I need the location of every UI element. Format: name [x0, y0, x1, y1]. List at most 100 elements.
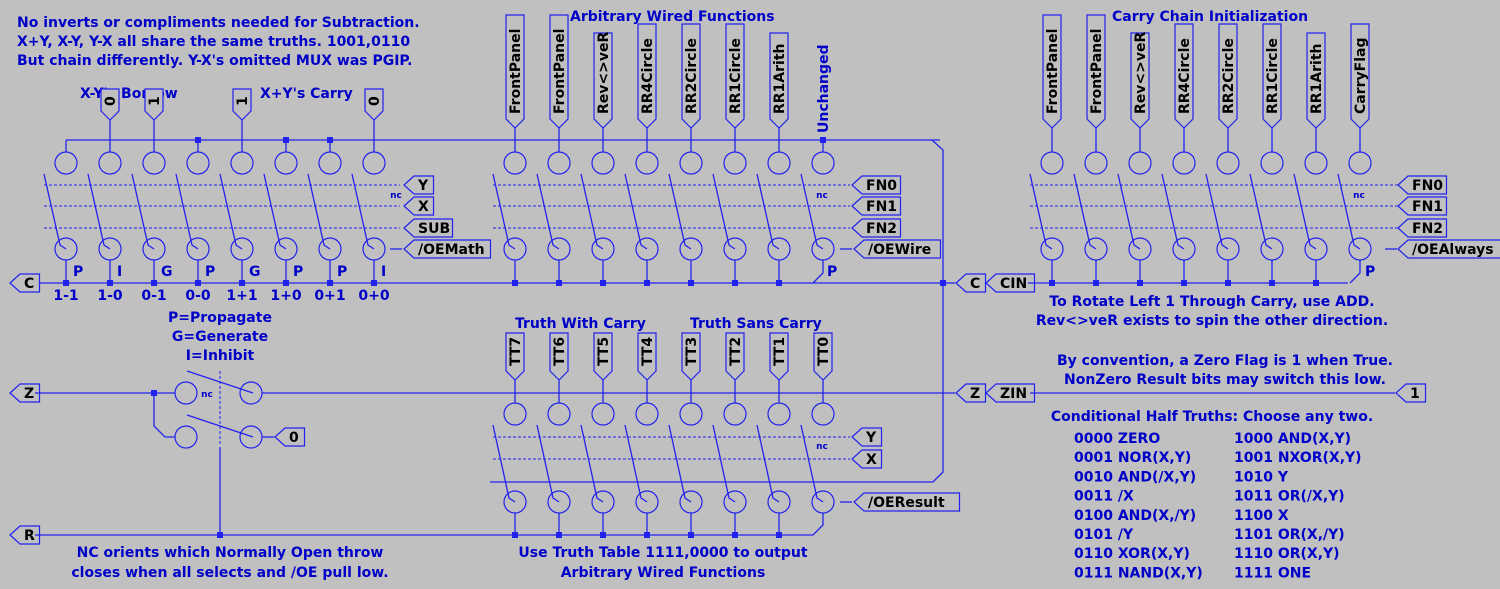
switch-contact: [679, 151, 703, 175]
half-truth-entry: 1111 ONE: [1234, 565, 1311, 581]
switch-contact: [1348, 151, 1372, 175]
arbitrary-title: Arbitrary Wired Functions: [570, 9, 775, 25]
flag-outline: [549, 14, 569, 129]
carry-init-title: Carry Chain Initialization: [1112, 9, 1308, 25]
flag-outline: [725, 332, 745, 381]
switch-contact: [362, 151, 386, 175]
flag-label: RR1Circle: [1265, 38, 1281, 114]
case-label: 0+0: [358, 288, 389, 304]
junction-dot: [1093, 280, 1099, 286]
case-label: 0+1: [314, 288, 345, 304]
flag-outline: [1262, 23, 1282, 129]
switch-contact: [767, 151, 791, 175]
switch-pole: [800, 424, 824, 503]
wire-fn-flag: Rev<>veR: [593, 32, 613, 129]
truth-table-flag: TT7: [505, 332, 525, 381]
flag-label: FN1: [866, 199, 897, 215]
flag-label: Y: [417, 178, 429, 194]
half-truth-entry: 1110 OR(X,Y): [1234, 546, 1340, 562]
nc-orients-note: NC orients which Normally Open throw clo…: [71, 545, 388, 581]
const-flag: 0: [364, 88, 384, 121]
switch-pole: [712, 424, 736, 503]
junction-dot: [195, 280, 201, 286]
carry-init-flag: FrontPanel: [1042, 14, 1062, 129]
switch-contact: [186, 151, 210, 175]
carry-init-flag: RR1Circle: [1262, 23, 1282, 129]
nc-label: nc: [390, 191, 402, 201]
wire: [812, 260, 824, 284]
zero-note: By convention, a Zero Flag is 1 when Tru…: [1057, 353, 1393, 388]
switch-pole: [1073, 173, 1097, 250]
junction-dot: [195, 137, 201, 143]
half-truth-entry: 1011 OR(/X,Y): [1234, 489, 1345, 505]
switch-pole: [712, 173, 736, 250]
switch-pole: [1161, 173, 1185, 250]
switch-contact: [723, 402, 747, 426]
carry-init-flag: RR1Arith: [1306, 32, 1326, 129]
carry-select-flag-fn2: FN2: [1397, 218, 1448, 238]
carry-title: X+Y's Carry: [260, 86, 353, 102]
flag-outline: [637, 332, 657, 381]
flag-outline: [1306, 32, 1326, 129]
rotate-note: To Rotate Left 1 Through Carry, use ADD.…: [1036, 294, 1388, 329]
flag-outline: [593, 32, 613, 129]
half-truth-entry: 0001 NOR(X,Y): [1074, 450, 1191, 466]
carry-init-flag: RR2Circle: [1218, 23, 1238, 129]
flag-label: RR1Circle: [728, 38, 744, 114]
flag-outline: [851, 196, 902, 216]
switch-pole: [263, 173, 287, 250]
wire: [1349, 260, 1361, 284]
switch-pole: [800, 173, 824, 250]
flag-label: 0: [367, 96, 383, 106]
switch-pole: [492, 173, 516, 250]
note-line: But chain differently. Y-X's omitted MUX…: [17, 53, 412, 69]
junction-dot: [327, 137, 333, 143]
flag-outline: [1174, 23, 1194, 129]
flag-outline: [851, 218, 902, 238]
switch-pole: [580, 173, 604, 250]
flag-outline: [1218, 23, 1238, 129]
switch-pole: [536, 173, 560, 250]
flag-label: TT4: [640, 337, 656, 366]
oe-wire-flag: /OEWire: [853, 239, 942, 259]
carry-select-flag-fn1: FN1: [1397, 196, 1448, 216]
flag-outline: [403, 196, 435, 216]
wire-fn-flag: FrontPanel: [549, 14, 569, 129]
flag-outline: [1350, 23, 1370, 129]
flag-label: C: [24, 276, 34, 292]
flag-label: RR4Circle: [1177, 38, 1193, 114]
truth-select-flag-y: Y: [851, 427, 883, 447]
flag-outline: [681, 23, 701, 129]
flag-outline: [9, 273, 41, 293]
switch-pole: [756, 173, 780, 250]
switch-contact: [1216, 151, 1240, 175]
flag-label: X: [866, 452, 877, 468]
flag-label: RR1Arith: [772, 44, 788, 115]
switch-contact: [547, 402, 571, 426]
flag-outline: [769, 332, 789, 381]
switch-pole: [1249, 173, 1273, 250]
truth-sans-carry-title: Truth Sans Carry: [690, 316, 822, 332]
switch-contact: [591, 151, 615, 175]
flag-label: X: [418, 199, 429, 215]
wire-select-flag-fn2: FN2: [851, 218, 902, 238]
half-truth-entry: 1000 AND(X,Y): [1234, 431, 1351, 447]
switch-contact: [503, 151, 527, 175]
note-line: Arbitrary Wired Functions: [561, 565, 766, 581]
wire-fn-flag: RR4Circle: [637, 23, 657, 129]
flag-outline: [403, 175, 435, 195]
switch-pole: [668, 173, 692, 250]
truth-with-carry-title: Truth With Carry: [515, 316, 646, 332]
flag-label: Z: [24, 386, 34, 402]
flag-label: Z: [970, 386, 980, 402]
flag-label: TT0: [816, 337, 832, 366]
half-truths-title: Conditional Half Truths: Choose any two.: [1051, 409, 1373, 425]
switch-pole: [1117, 173, 1141, 250]
nc-label: nc: [201, 390, 213, 400]
flag-outline: [403, 239, 492, 259]
flag-label: Rev<>veR: [1133, 32, 1149, 114]
junction-dot: [1049, 280, 1055, 286]
wire-fn-flag: RR2Circle: [681, 23, 701, 129]
truth-table-note: Use Truth Table 1111,0000 to output Arbi…: [518, 545, 807, 581]
